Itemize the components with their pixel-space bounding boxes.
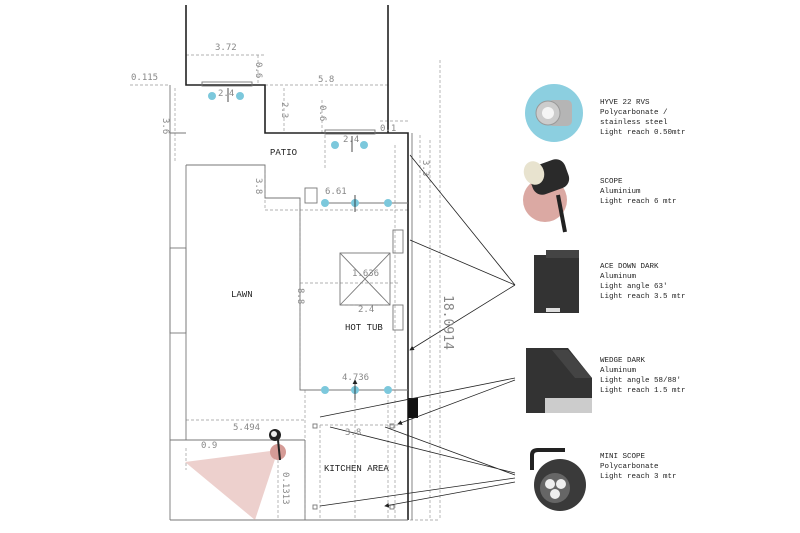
dimensions-d20: 0.9 (201, 441, 217, 451)
dimensions-d13: 3.3 (420, 160, 430, 176)
dimensions-d4: 5.8 (318, 75, 334, 85)
dimensions-d6: 0.6 (317, 105, 327, 121)
products-1-lines-1: Light reach 6 mtr (600, 198, 677, 206)
leader-arrows (319, 154, 516, 506)
dimensions-d18: 4.736 (342, 373, 369, 383)
dimensions-d8: 2.4 (218, 89, 234, 99)
walls (169, 5, 418, 521)
dimension-labels: 3.72 0.6 0.115 5.8 2.3 0.6 0.1 2.4 2.4 3… (131, 43, 455, 505)
ace-down-light-icon (534, 250, 579, 313)
dimensions-d10: 3.6 (160, 118, 170, 134)
products-2-lines-2: Light reach 3.5 mtr (600, 293, 686, 301)
dimensions-d7: 0.1 (380, 124, 396, 134)
products-4-name: MINI SCOPE (600, 453, 646, 461)
products-2-lines-0: Aluminum (600, 273, 637, 281)
dimensions-d1: 3.72 (215, 43, 237, 53)
area-label-lawn: LAWN (231, 290, 253, 300)
dimensions-d14: 1.636 (352, 269, 379, 279)
products-3-lines-2: Light reach 1.5 mtr (600, 387, 686, 395)
dimensions-d3: 0.115 (131, 73, 158, 83)
product-wedge-dark: WEDGE DARK Aluminum Light angle 58/88' L… (526, 348, 686, 413)
dimensions-d5: 2.3 (279, 102, 289, 118)
products-0-lines-0: Polycarbonate / (600, 109, 668, 117)
mini-scope-light-icon (530, 448, 586, 511)
dimensions-d16: 8.8 (295, 288, 305, 304)
products-2-name: ACE DOWN DARK (600, 263, 659, 271)
dimensions-d9: 2.4 (343, 135, 359, 145)
scope-light-icon (523, 159, 570, 233)
products-0-lines-1: stainless steel (600, 119, 668, 127)
products-0-lines-2: Light reach 0.50mtr (600, 129, 686, 137)
dimensions-d19: 5.494 (233, 423, 260, 433)
light-positions (208, 88, 408, 400)
area-label-patio: PATIO (270, 148, 297, 158)
products-4-lines-0: Polycarbonate (600, 463, 659, 471)
dimensions-d15: 2.4 (358, 305, 374, 315)
products-3-lines-0: Aluminum (600, 367, 637, 375)
hyve-light-icon (535, 100, 572, 126)
products-4-lines-1: Light reach 3 mtr (600, 473, 677, 481)
dimensions-d22: 0.1313 (280, 472, 290, 505)
products-1-name: SCOPE (600, 178, 623, 186)
dimensions-d17: 18.0914 (440, 295, 455, 350)
hot-tub-symbol (339, 252, 391, 306)
products-2-lines-1: Light angle 63' (600, 283, 668, 291)
products-3-name: WEDGE DARK (600, 357, 646, 365)
wedge-light-icon (526, 348, 592, 413)
product-hyve: HYVE 22 RVS Polycarbonate / stainless st… (525, 84, 686, 142)
dimensions-d21: 3.8 (345, 428, 361, 438)
area-label-hot-tub: HOT TUB (345, 323, 383, 333)
spotlight-beam (185, 429, 286, 520)
area-label-kitchen: KITCHEN AREA (324, 464, 389, 474)
area-labels: PATIO LAWN HOT TUB KITCHEN AREA (231, 148, 389, 474)
dimensions-d2: 0.6 (253, 62, 263, 78)
product-ace-down-dark: ACE DOWN DARK Aluminum Light angle 63' L… (534, 250, 686, 313)
products-0-name: HYVE 22 RVS (600, 99, 650, 107)
dimensions-d11: 3.8 (253, 178, 263, 194)
dimensions-d12: 6.61 (325, 187, 347, 197)
products-3-lines-1: Light angle 58/88' (600, 377, 681, 385)
product-scope: SCOPE Aluminium Light reach 6 mtr (523, 159, 677, 233)
products-1-lines-0: Aluminium (600, 188, 641, 196)
product-mini-scope: MINI SCOPE Polycarbonate Light reach 3 m… (530, 448, 677, 511)
